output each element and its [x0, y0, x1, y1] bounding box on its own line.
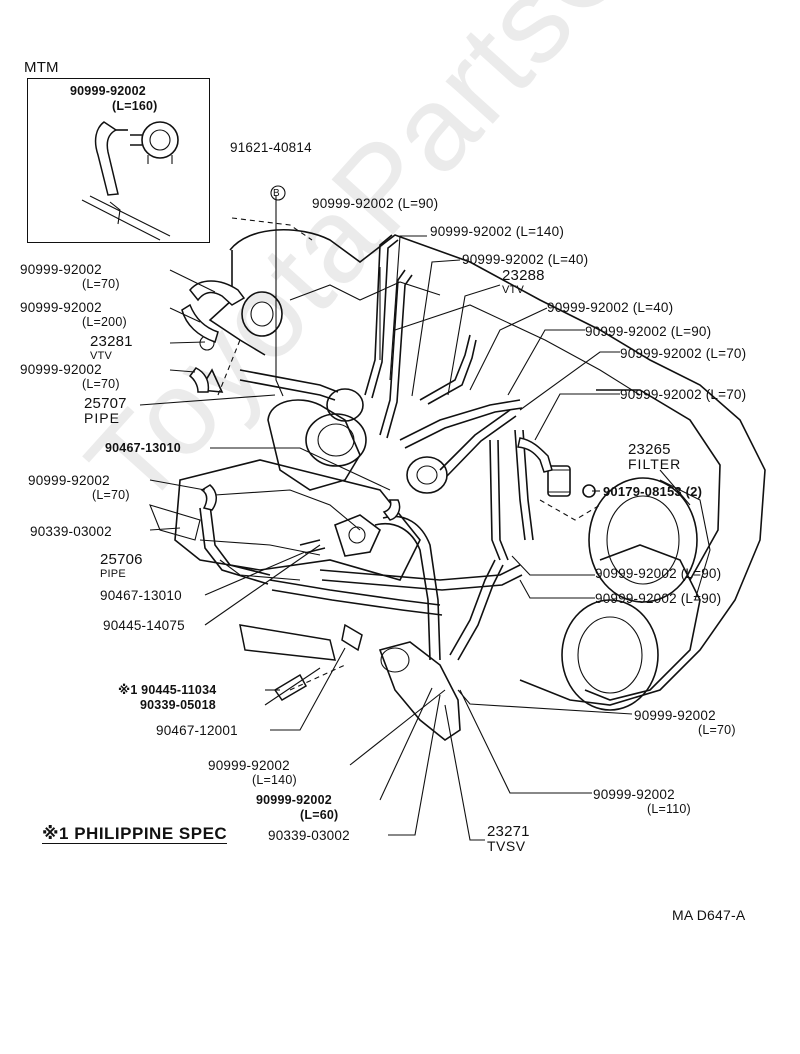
hose-l110-part: 90999-92002: [593, 787, 675, 802]
callout-hose-l70-b: 90999-92002 (L=70): [20, 362, 120, 392]
vtv-23288-number: 23288: [502, 267, 545, 284]
callout-pipe-25707: 25707 PIPE: [84, 396, 127, 426]
pipe-25706-number: 25706: [100, 551, 143, 568]
inset-title: MTM: [24, 59, 59, 76]
vtv-23281-number: 23281: [90, 333, 133, 350]
callout-hose-l140-m: 90999-92002 (L=140): [208, 758, 297, 788]
callout-vtv-23288: 23288 VTV: [502, 268, 545, 298]
callout-hose-l70-r2: 90999-92002 (L=70): [620, 387, 747, 402]
callout-hose-l70-a: 90999-92002 (L=70): [20, 262, 120, 292]
hose-l70-r-length: (L=70): [698, 723, 736, 737]
hose-l70-a-part: 90999-92002: [20, 262, 102, 277]
callout-bolt: 91621-40814: [230, 140, 312, 155]
hose-l140-m-length: (L=140): [252, 773, 297, 787]
footnote: ※1 PHILIPPINE SPEC: [42, 824, 228, 844]
leader-lines: [139, 235, 633, 841]
callout-hose-l200: 90999-92002 (L=200): [20, 300, 127, 330]
callout-clip-03002-a: 90339-03002: [30, 524, 112, 539]
callout-hose-l110: 90999-92002 (L=110): [593, 787, 691, 817]
pipe-25706-label: PIPE: [100, 568, 126, 580]
tvsv-label: TVSV: [487, 838, 526, 854]
callout-filter: 23265 FILTER: [628, 442, 681, 472]
callout-hose-l90-top: 90999-92002 (L=90): [312, 196, 439, 211]
callout-hose-l40-b: 90999-92002 (L=40): [547, 300, 674, 315]
hose-l70-c-length: (L=70): [92, 488, 130, 502]
callout-hose-l90-r-a: 90999-92002 (L=90): [595, 566, 722, 581]
callout-pipe-25706: 25706 PIPE: [100, 552, 143, 582]
hose-l200-part: 90999-92002: [20, 300, 102, 315]
hoses: [181, 195, 601, 701]
callout-clip-05018: 90339-05018: [140, 698, 216, 712]
hose-l70-r-part: 90999-92002: [634, 708, 716, 723]
tvsv-number: 23271: [487, 823, 530, 840]
hose-l60-length: (L=60): [300, 808, 339, 822]
engine-block: [208, 228, 766, 711]
callout-hose-l90-r-b: 90999-92002 (L=90): [595, 591, 722, 606]
inset-hose-drawing: [81, 121, 179, 241]
diagram-code: MA D647-A: [672, 907, 746, 923]
callout-filter-screw: 90179-08153 (2): [603, 484, 703, 499]
hose-l70-c-part: 90999-92002: [28, 473, 110, 488]
callout-tvsv: 23271 TVSV: [487, 824, 530, 854]
callout-hose-l70-r: 90999-92002 (L=70): [634, 708, 736, 738]
vtv-23288-label: VTV: [502, 284, 524, 296]
vtv-23281-label: VTV: [90, 350, 112, 362]
callout-clip-03002-b: 90339-03002: [268, 828, 350, 843]
callout-clip-14075: 90445-14075: [103, 618, 185, 633]
filter-label: FILTER: [628, 456, 682, 472]
pipe-25707-label: PIPE: [84, 410, 120, 426]
hose-l70-b-length: (L=70): [82, 377, 120, 391]
callout-hose-l40-a: 90999-92002 (L=40): [462, 252, 589, 267]
inset-part: 90999-92002: [70, 84, 146, 98]
callout-hose-l90-b: 90999-92002 (L=90): [585, 324, 712, 339]
hose-l140-m-part: 90999-92002: [208, 758, 290, 773]
filter-number: 23265: [628, 441, 671, 458]
callout-clip-12001: 90467-12001: [156, 723, 238, 738]
bolt-marker: B: [273, 188, 280, 199]
callout-clip-13010-a: 90467-13010: [105, 441, 181, 455]
inset-box: [27, 78, 210, 243]
callout-vtv-23281: 23281 VTV: [90, 334, 133, 364]
callout-hose-l70-r1: 90999-92002 (L=70): [620, 346, 747, 361]
callout-hose-l60: 90999-92002 (L=60): [256, 793, 338, 823]
inset-length: (L=160): [112, 99, 158, 113]
hose-l110-length: (L=110): [647, 802, 691, 816]
hose-l60-part: 90999-92002: [256, 793, 332, 807]
callout-clip-13010-b: 90467-13010: [100, 588, 182, 603]
hose-l200-length: (L=200): [82, 315, 127, 329]
throttle-body: [149, 399, 421, 581]
callout-hose-l140-top: 90999-92002 (L=140): [430, 224, 565, 239]
hose-l70-a-length: (L=70): [82, 277, 120, 291]
hose-l70-b-part: 90999-92002: [20, 362, 102, 377]
callout-mark-11034: ※1 90445-11034: [118, 683, 217, 697]
callout-hose-l70-c: 90999-92002 (L=70): [28, 473, 130, 503]
pipe-25707-number: 25707: [84, 395, 127, 412]
